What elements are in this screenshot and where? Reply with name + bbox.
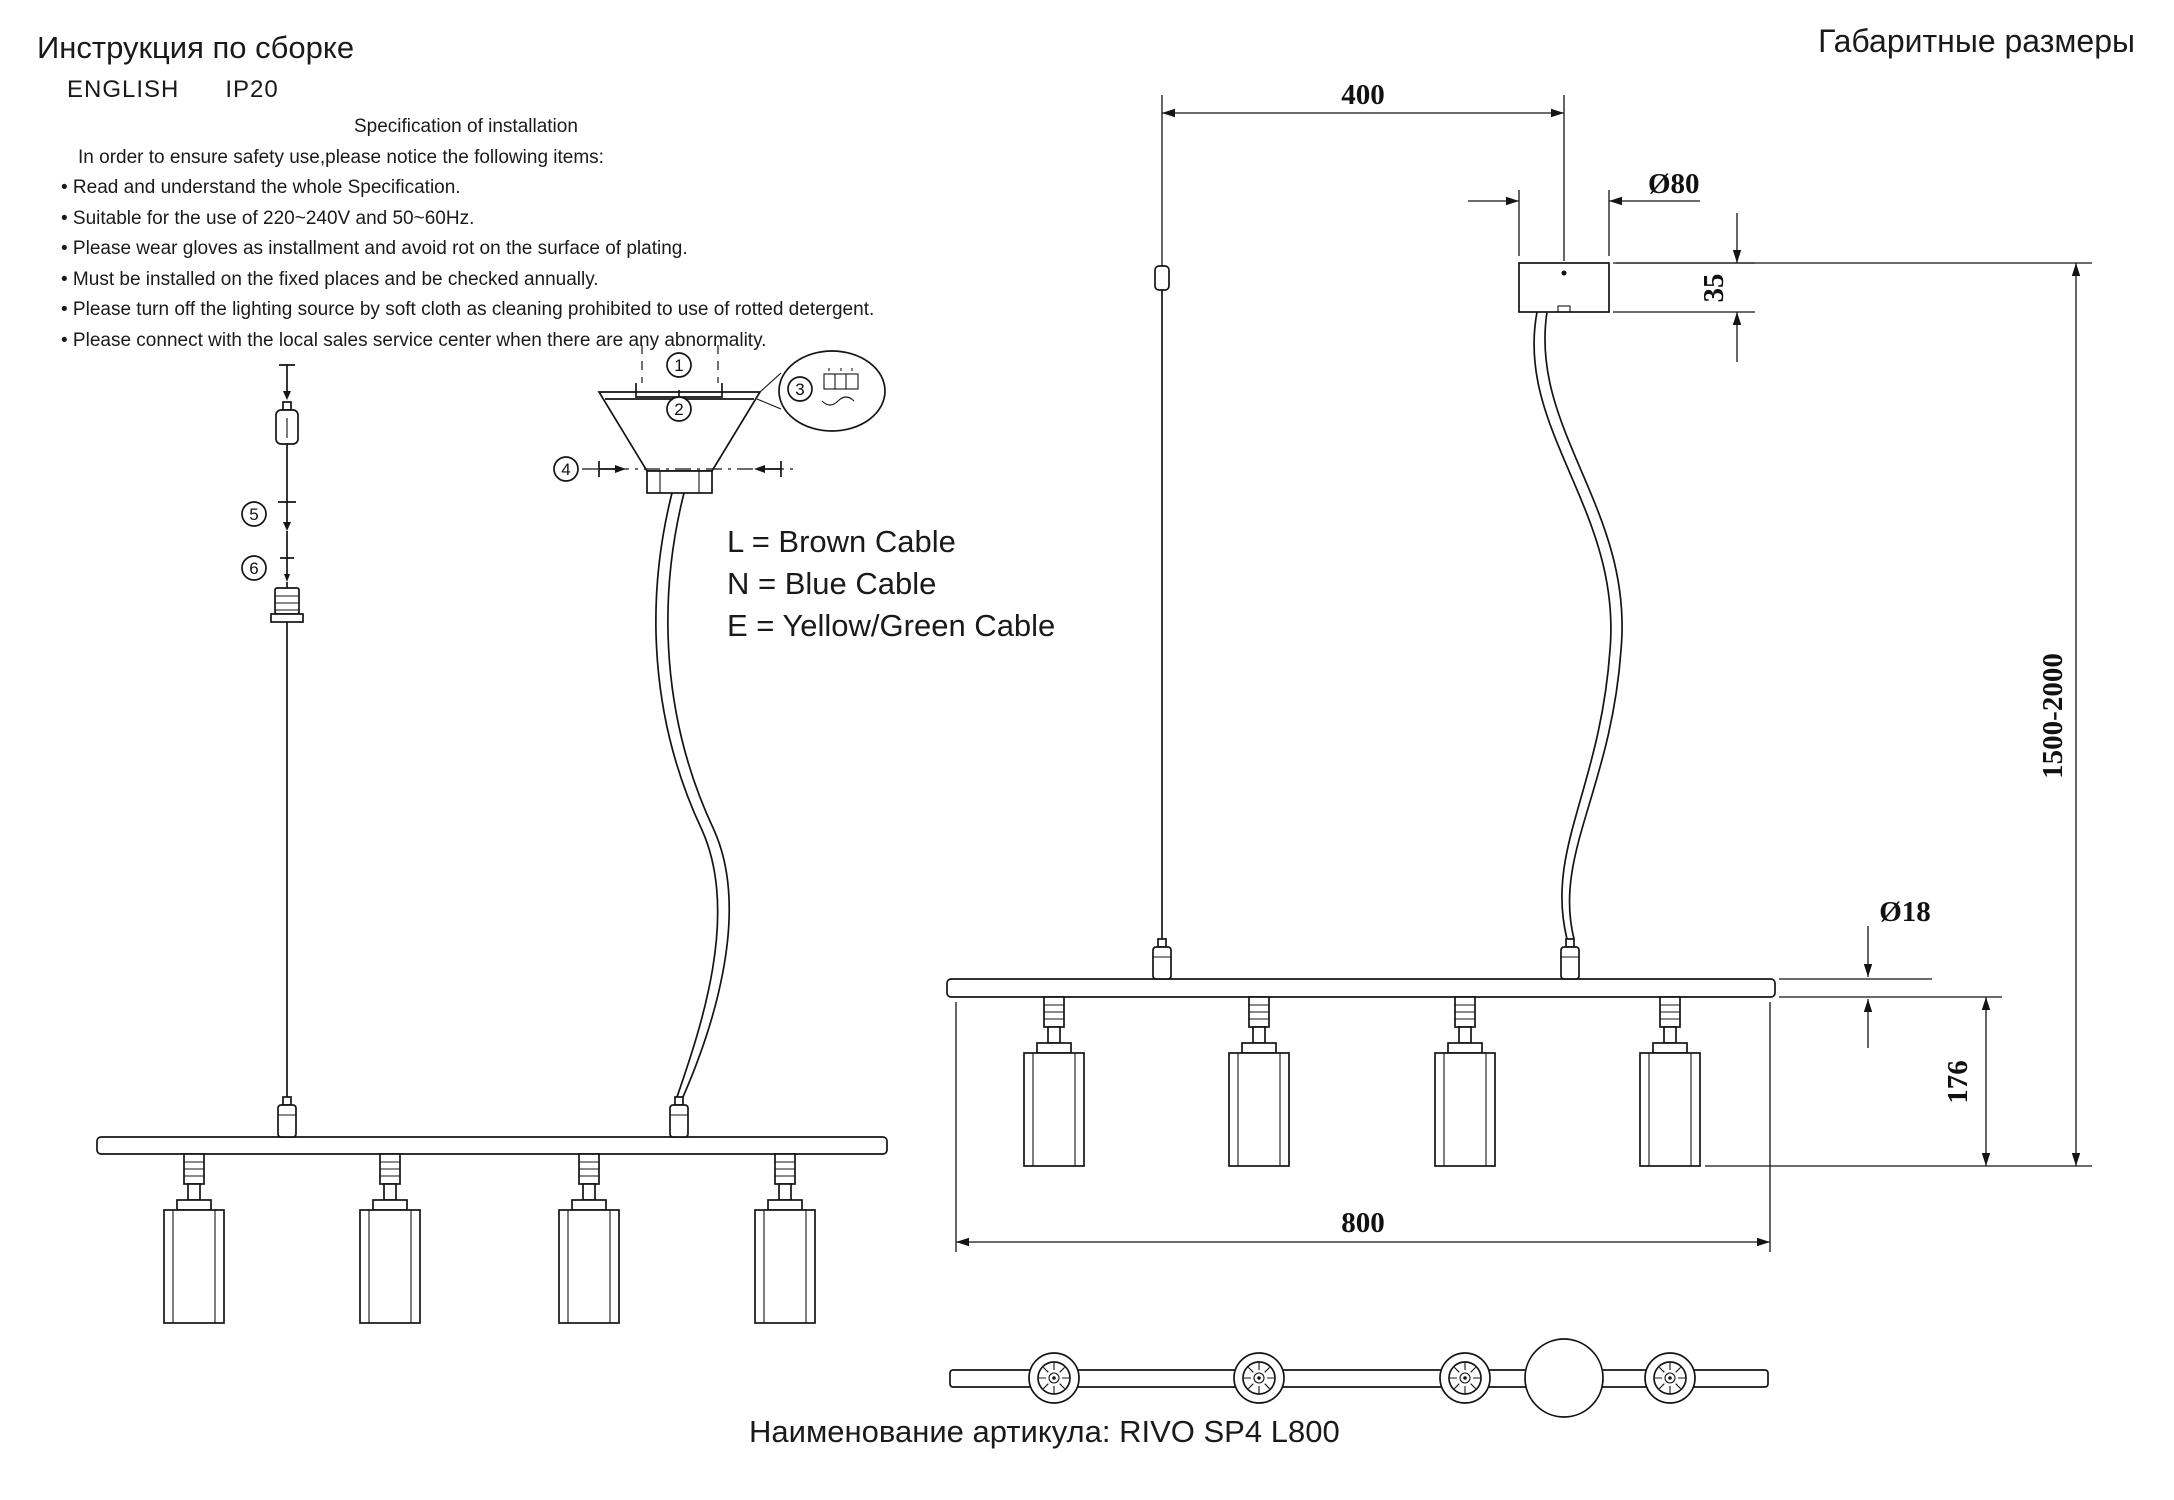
spec-title: Specification of installation: [354, 116, 578, 137]
language-label: ENGLISH: [67, 76, 180, 103]
dim-35-label: 35: [1698, 274, 1730, 303]
canopy-exploded-view: [582, 345, 886, 1098]
cable-legend-live: L = Brown Cable: [727, 524, 956, 559]
bottom-view: [949, 1338, 1769, 1418]
cable-legend-earth: E = Yellow/Green Cable: [727, 608, 1056, 643]
spotlight: [163, 1153, 225, 1324]
ceiling-canopy: [1518, 262, 1610, 313]
spec-item: • Read and understand the whole Specific…: [61, 177, 461, 198]
page-title: Инструкция по сборке: [37, 30, 355, 65]
power-cord: [1533, 311, 1612, 940]
step-4-badge: 4: [561, 460, 570, 479]
bottom-view-knob: [1028, 1352, 1080, 1404]
dim-d18-label: Ø18: [1879, 896, 1931, 928]
spotlight: [1639, 996, 1701, 1167]
suspension-parts-chain: [270, 364, 304, 1097]
dim-400-label: 400: [1341, 79, 1385, 111]
magnifier-detail: [778, 350, 886, 432]
lamp-holder-box: [646, 470, 713, 494]
bottom-view-canopy-circle: [1524, 1338, 1604, 1418]
spec-intro: In order to ensure safety use,please not…: [78, 146, 604, 168]
dimensions-title: Габаритные размеры: [1818, 23, 2135, 59]
fixture-bar: [96, 1136, 888, 1155]
cable-legend: L = Brown Cable N = Blue Cable E = Yello…: [727, 521, 1055, 647]
article-name: Наименование артикула: RIVO SP4 L800: [749, 1414, 1340, 1449]
dim-1500-2000-label: 1500-2000: [2037, 653, 2069, 779]
bottom-view-knob: [1439, 1352, 1491, 1404]
specification-block: Specification of installation In order t…: [61, 112, 874, 356]
step-badges: 1 2 3 4 5 6: [241, 352, 813, 581]
bottom-view-knob: [1233, 1352, 1285, 1404]
language-row: ENGLISH IP20: [67, 76, 279, 104]
dimension-drawing: 400 Ø80 35: [946, 79, 2092, 1252]
spotlight: [1023, 996, 1085, 1167]
bottom-view-knob: [1644, 1352, 1696, 1404]
spec-item: • Please turn off the lighting source by…: [61, 299, 875, 320]
ip-rating-label: IP20: [225, 76, 279, 103]
spotlight: [754, 1153, 816, 1324]
assembly-diagram: 1 2 3 4 5 6: [96, 345, 888, 1324]
spec-item: • Please connect with the local sales se…: [61, 329, 767, 351]
step-1-badge: 1: [674, 356, 683, 375]
spec-item: • Suitable for the use of 220~240V and 5…: [61, 207, 475, 229]
cable-legend-neutral: N = Blue Cable: [727, 566, 937, 601]
spotlight: [1228, 996, 1290, 1167]
spec-item: • Must be installed on the fixed places …: [61, 268, 599, 290]
fixture-bar-dimensioned: [946, 978, 1776, 998]
spotlight: [1434, 996, 1496, 1167]
fixture-assembled: [96, 1096, 888, 1324]
dim-800-label: 800: [1341, 1207, 1385, 1239]
spec-item: • Please wear gloves as installment and …: [61, 238, 688, 259]
power-cable: [655, 492, 719, 1098]
step-6-badge: 6: [249, 559, 258, 578]
spotlight: [359, 1153, 421, 1324]
dim-d80-label: Ø80: [1648, 168, 1700, 200]
step-2-badge: 2: [674, 400, 683, 419]
dim-176-label: 176: [1942, 1060, 1974, 1104]
step-3-badge: 3: [795, 380, 804, 399]
step-5-badge: 5: [249, 505, 258, 524]
spotlight: [558, 1153, 620, 1324]
